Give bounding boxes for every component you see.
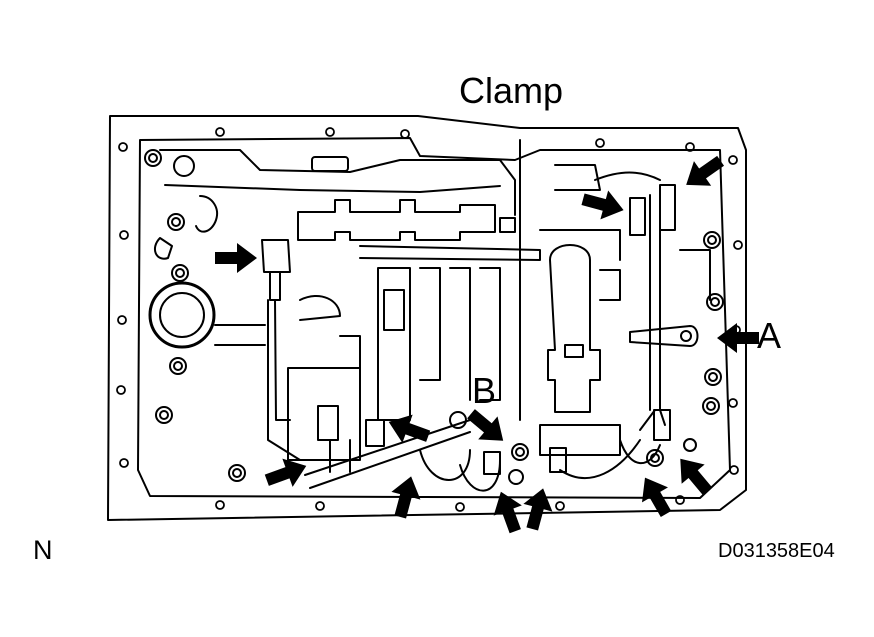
clamp-label: Clamp bbox=[459, 70, 564, 111]
interior-bolts bbox=[144, 149, 724, 485]
accumulator-bore bbox=[148, 281, 216, 349]
callout-a-label: A bbox=[757, 315, 782, 356]
callout-b-label: B bbox=[472, 370, 497, 411]
bolt-holes bbox=[116, 127, 743, 512]
bottom-harness bbox=[304, 419, 471, 489]
housing-plate-outline bbox=[107, 115, 747, 521]
clamp-a bbox=[629, 325, 699, 347]
center-spool bbox=[547, 244, 601, 413]
figure-code-label: D031358E04 bbox=[718, 540, 835, 562]
valve-body-outline bbox=[137, 137, 731, 499]
n-label: N bbox=[33, 535, 53, 565]
spool-valve-top bbox=[297, 199, 496, 241]
right-solenoid-upper bbox=[629, 197, 646, 236]
arrows bbox=[215, 155, 759, 534]
left-solenoid bbox=[261, 239, 291, 273]
